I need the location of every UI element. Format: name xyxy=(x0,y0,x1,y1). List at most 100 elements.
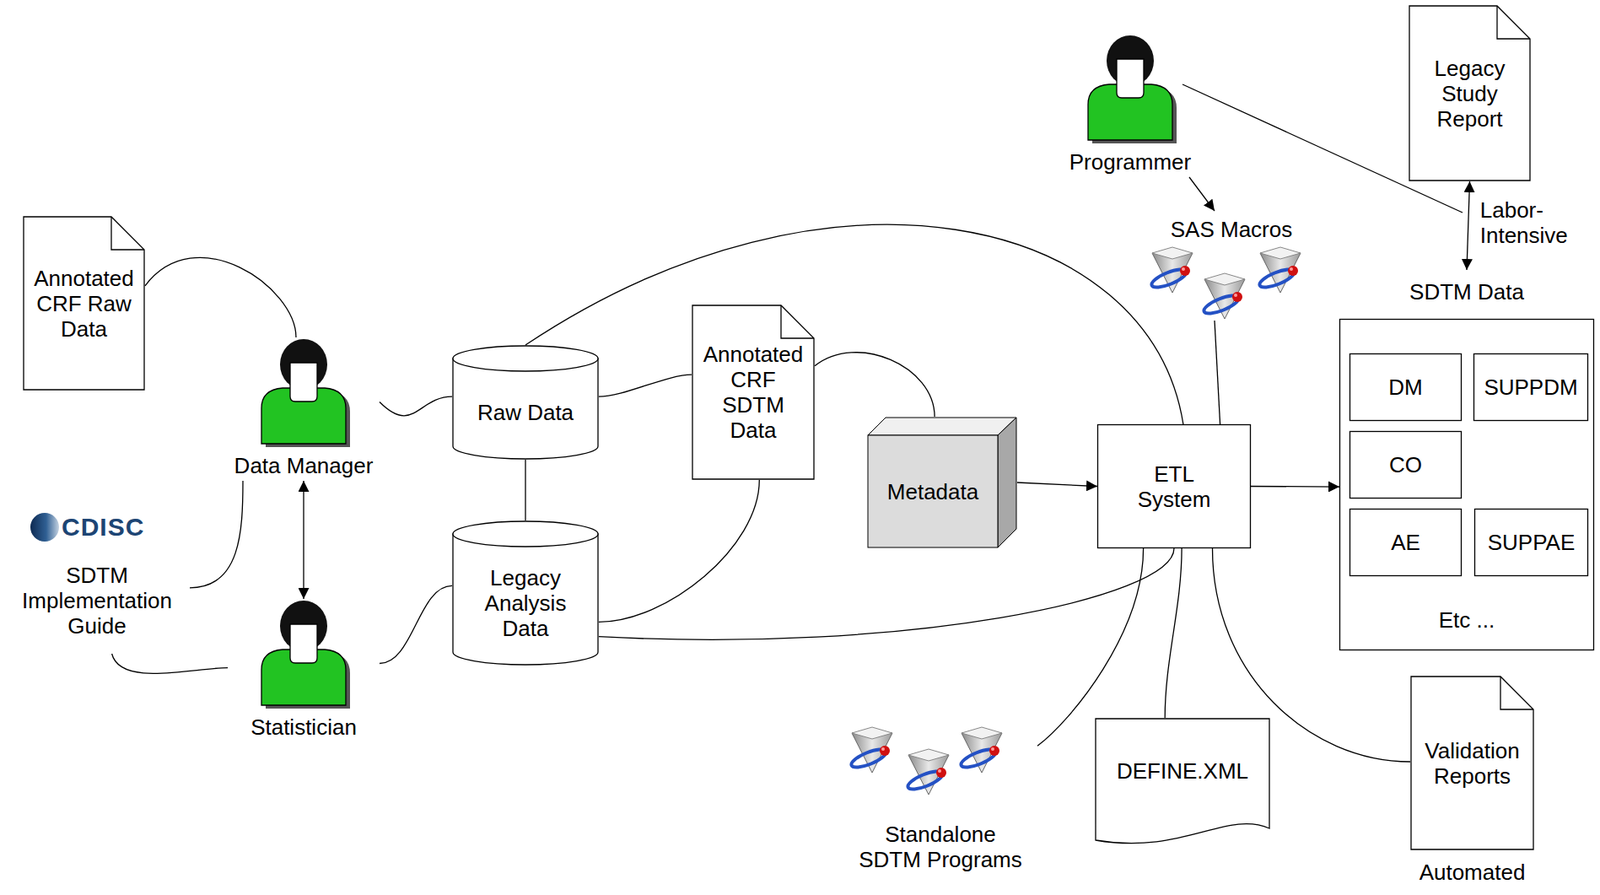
cylinder-top xyxy=(452,345,598,372)
person-icon xyxy=(261,339,351,448)
dataset-box: AE xyxy=(1349,508,1462,577)
dataset-box: CO xyxy=(1349,430,1462,499)
document-outline xyxy=(692,305,814,480)
program-icon xyxy=(849,727,893,773)
box-outline xyxy=(1350,431,1462,499)
connector xyxy=(302,480,304,599)
node-label: Programmer xyxy=(1069,149,1191,175)
person-figure: Programmer xyxy=(1045,33,1215,178)
cube-front xyxy=(867,435,998,548)
node-label: Annotated CRF Raw Data xyxy=(29,265,140,342)
standard-reference: CDISC SDTM Implementation Guide xyxy=(4,510,190,654)
node-label: DEFINE.XML xyxy=(1116,758,1249,784)
node-label: CO xyxy=(1389,452,1423,478)
text-area: SDTM Implementation Guide xyxy=(4,547,190,654)
person-icon xyxy=(261,600,351,709)
text-area: Data Manager xyxy=(227,449,380,481)
node-label: Standalone SDTM Programs xyxy=(857,821,1024,873)
connector xyxy=(145,257,297,338)
node-shape xyxy=(1094,717,1271,852)
text-area: SAS Macros xyxy=(1147,214,1316,245)
text-area: Metadata xyxy=(870,438,996,545)
logo-sphere xyxy=(30,512,60,542)
text-area: CO xyxy=(1352,434,1459,496)
logo-text: CDISC xyxy=(61,511,145,543)
metadata-cube: Metadata xyxy=(867,416,1018,549)
document-outline xyxy=(1411,676,1534,850)
text-area: Standalone SDTM Programs xyxy=(843,808,1038,885)
connector xyxy=(1017,482,1098,487)
node-label: Automated xyxy=(1419,859,1526,885)
box-outline xyxy=(1350,509,1462,577)
text-area: DEFINE.XML xyxy=(1099,722,1266,819)
group-frame xyxy=(1340,319,1595,651)
box-outline xyxy=(1098,425,1251,549)
text-area: SUPPDM xyxy=(1476,356,1585,418)
document-outline xyxy=(1095,718,1270,844)
text-area: CDISC xyxy=(61,510,190,545)
connector xyxy=(189,480,243,588)
node-label: SUPPDM xyxy=(1483,374,1578,400)
cylinder-body xyxy=(452,358,598,459)
node-label: Legacy Analysis Data xyxy=(462,565,589,642)
dataset-box: DM xyxy=(1349,353,1462,421)
text-area: SDTM Data xyxy=(1339,273,1595,311)
document-outline xyxy=(1409,5,1530,181)
text-area: Legacy Study Report xyxy=(1413,13,1526,173)
document-wave: DEFINE.XML xyxy=(1094,717,1271,852)
cube-side xyxy=(997,417,1017,548)
database-cylinder: Legacy Analysis Data xyxy=(452,520,599,666)
node-label: DM xyxy=(1388,374,1423,400)
box-outline xyxy=(1350,354,1462,421)
program-icon xyxy=(1257,247,1301,293)
connector xyxy=(379,396,453,416)
text-area: Automated xyxy=(1410,853,1535,891)
box-outline xyxy=(1475,509,1589,577)
box-outline xyxy=(1474,354,1589,421)
connector xyxy=(814,352,935,417)
connector xyxy=(1189,177,1215,211)
node-label: Annotated CRF SDTM Data xyxy=(700,341,807,443)
connector xyxy=(379,585,453,663)
document-shape: Validation ReportsAutomated xyxy=(1410,675,1535,891)
text-area: Annotated CRF SDTM Data xyxy=(696,312,810,472)
program-icon xyxy=(958,727,1003,773)
document-fold xyxy=(1500,676,1534,710)
node-label: SUPPAE xyxy=(1487,529,1576,555)
document-shape: Annotated CRF SDTM Data xyxy=(691,304,815,480)
connector xyxy=(524,459,526,521)
connector xyxy=(1250,485,1340,488)
node-label: Data Manager xyxy=(234,452,374,479)
database-cylinder: Raw Data xyxy=(452,344,599,460)
program-icons: Standalone SDTM Programs xyxy=(843,721,1038,886)
node-label: Legacy Study Report xyxy=(1415,55,1525,132)
connector xyxy=(1164,548,1182,718)
text-area: ETL System xyxy=(1100,427,1248,545)
document-fold xyxy=(111,216,145,250)
dataset-box: SUPPDM xyxy=(1473,353,1589,421)
figure-face xyxy=(290,624,318,663)
text-area: Statistician xyxy=(227,711,380,743)
text-area: Raw Data xyxy=(455,370,596,455)
process-box: ETL System xyxy=(1097,424,1251,549)
connector xyxy=(598,479,760,622)
figure-face xyxy=(1116,59,1144,98)
document-shape: Legacy Study Report xyxy=(1408,5,1531,182)
document-fold xyxy=(1497,5,1530,39)
node-label: Statistician xyxy=(250,714,357,740)
text-area: Etc ... xyxy=(1339,598,1595,642)
node-label: SAS Macros xyxy=(1170,216,1293,243)
node-label: SDTM Implementation Guide xyxy=(12,562,182,639)
node-label: Raw Data xyxy=(477,399,574,426)
text-area: SUPPAE xyxy=(1477,511,1585,573)
dataset-group: SDTM DataEtc ... DM SUPPDM CO AE SUPPAE xyxy=(1339,269,1595,651)
connector xyxy=(112,653,228,674)
text-area: Programmer xyxy=(1045,145,1215,178)
program-icon xyxy=(905,748,949,795)
document-outline xyxy=(23,216,145,390)
connector xyxy=(525,224,1184,425)
program-icon xyxy=(1201,273,1245,319)
person-icon xyxy=(1088,35,1177,144)
document-fold xyxy=(781,305,814,339)
dataset-box: SUPPAE xyxy=(1474,508,1589,577)
